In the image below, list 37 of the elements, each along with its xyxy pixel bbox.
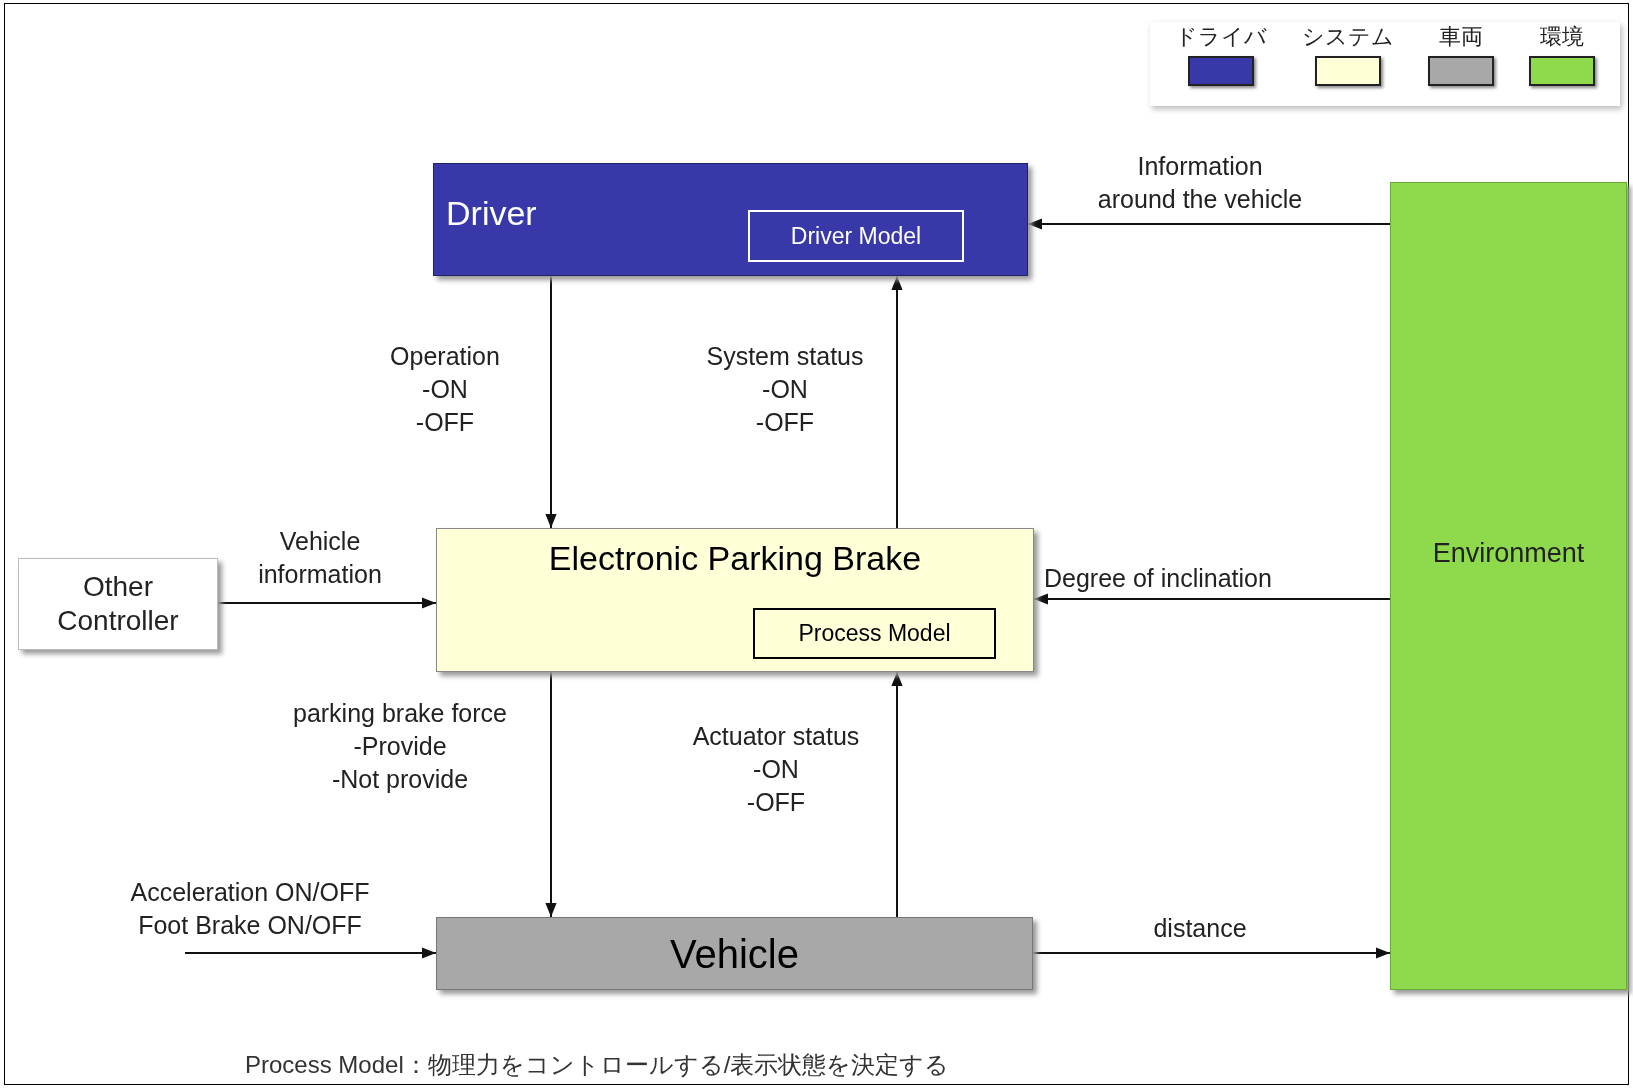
node-label: Electronic Parking Brake [548,538,922,579]
legend-label: 車両 [1439,26,1484,48]
arrow [545,671,557,918]
environment-box [1390,182,1627,990]
arrow [1032,947,1391,959]
model-box [748,210,964,262]
arrow [1027,218,1391,230]
footnote: Process Model：物理力をコントロールする/表示状態を決定する [245,1050,950,1080]
node-label: Driver Model [790,221,922,251]
arrow [891,275,903,529]
edge-label: Degree of inclination [1043,563,1273,594]
node-label: Environment [1432,537,1585,570]
legend-label: システム [1301,26,1394,48]
controller-box [18,558,218,650]
edge-label: Actuator status -ON -OFF [691,721,861,818]
arrow [545,275,557,529]
arrow [217,597,437,609]
edge-label: Information around the vehicle [1096,151,1304,215]
node-label: Driver [446,193,537,234]
actor-box [433,163,1028,276]
node-label: Vehicle [670,930,799,978]
arrow [1033,593,1391,605]
system-box [436,528,1034,672]
edge-label: Operation -ON -OFF [389,341,501,438]
arrow [184,947,437,959]
model-box [753,608,996,659]
edge-label: Vehicle information [257,526,383,590]
edge-label: Acceleration ON/OFF Foot Brake ON/OFF [129,877,371,941]
edge-label: System status -ON -OFF [705,341,865,438]
arrow [891,671,903,918]
edge-label: parking brake force -Provide -Not provide [292,698,508,795]
vehicle-box [436,917,1033,990]
node-label: Other Controller [56,570,180,638]
legend-label: ドライバ [1175,26,1268,48]
node-label: Process Model [798,619,951,649]
edge-label: distance [1152,913,1248,944]
legend-label: 環境 [1539,26,1584,48]
